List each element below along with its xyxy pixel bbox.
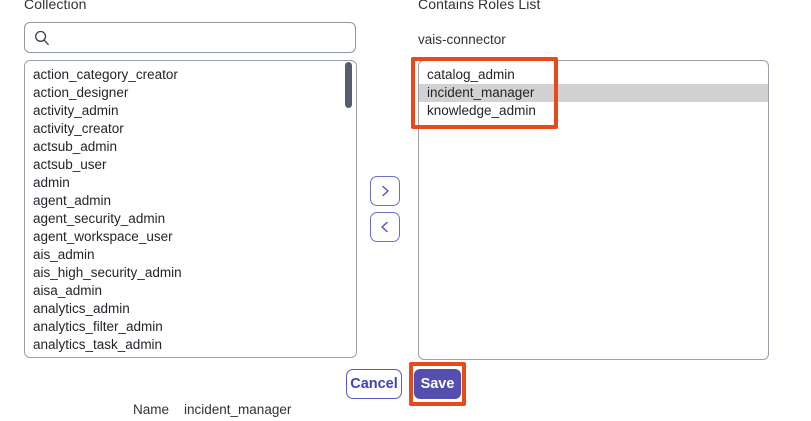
name-label: Name — [133, 402, 170, 417]
search-input[interactable] — [50, 23, 355, 52]
list-item[interactable]: analytics_admin — [33, 301, 130, 316]
move-left-button[interactable] — [370, 212, 400, 242]
chevron-left-icon — [381, 221, 388, 233]
list-item[interactable]: actsub_admin — [33, 139, 118, 154]
collection-label: Collection — [24, 0, 87, 12]
list-item[interactable]: agent_security_admin — [33, 211, 166, 226]
cancel-button[interactable]: Cancel — [346, 369, 402, 399]
list-item[interactable]: actsub_user — [33, 157, 107, 172]
list-item[interactable]: activity_admin — [33, 103, 119, 118]
list-item[interactable]: knowledge_admin — [427, 103, 536, 118]
list-item[interactable]: aisa_admin — [33, 283, 103, 298]
list-item[interactable]: activity_creator — [33, 121, 124, 136]
collection-search — [24, 22, 356, 53]
list-item[interactable]: admin — [33, 175, 70, 190]
list-item[interactable]: ais_admin — [33, 247, 95, 262]
list-item[interactable]: analytics_task_admin — [33, 337, 163, 352]
list-item[interactable]: action_category_creator — [33, 67, 178, 82]
name-value: incident_manager — [184, 402, 292, 417]
list-item[interactable]: incident_manager — [419, 84, 768, 102]
chevron-right-icon — [382, 185, 389, 197]
move-right-button[interactable] — [370, 176, 400, 206]
collection-scrollbar-thumb[interactable] — [345, 62, 352, 108]
list-item[interactable]: action_designer — [33, 85, 129, 100]
list-item[interactable]: agent_admin — [33, 193, 112, 208]
roles-list-label: Contains Roles List — [418, 0, 541, 12]
list-item[interactable]: catalog_admin — [427, 67, 515, 82]
save-button[interactable]: Save — [414, 369, 461, 399]
list-item[interactable]: analytics_viewer — [25, 354, 356, 357]
search-icon — [35, 30, 49, 45]
list-item[interactable]: ais_high_security_admin — [33, 265, 182, 280]
name-row: Name incident_manager — [133, 402, 291, 417]
connector-name: vais-connector — [418, 32, 506, 47]
list-item[interactable]: analytics_filter_admin — [33, 319, 163, 334]
list-item[interactable]: agent_workspace_user — [33, 229, 173, 244]
